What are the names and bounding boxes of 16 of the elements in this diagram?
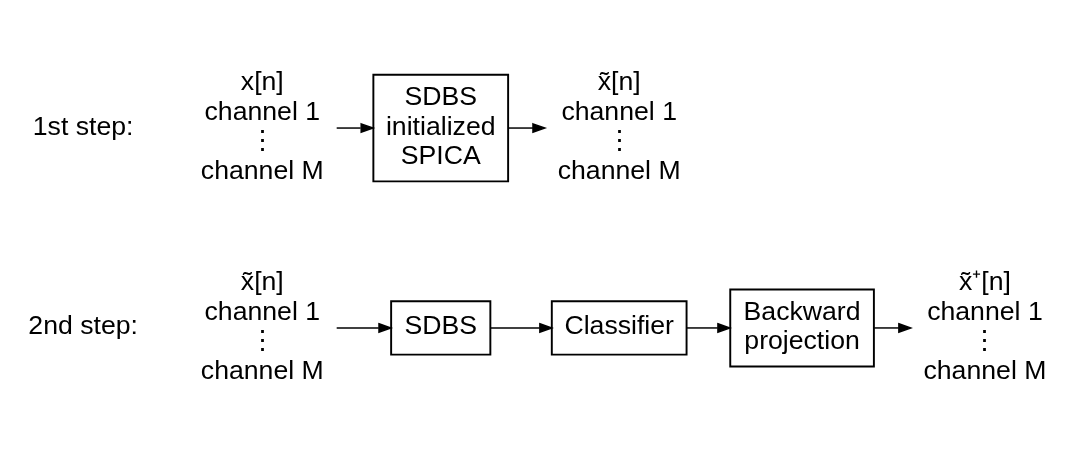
node-text: x[n] channel 1 ⋮ channel M (200, 65, 324, 185)
node-text: x̃[n] channel 1 ⋮ channel M (200, 265, 324, 385)
label: 2nd step: (28, 309, 138, 340)
arrow (335, 322, 394, 333)
node-text: x̃⁺[n] channel 1 ⋮ channel M (923, 265, 1047, 385)
node-text: x̃[n] channel 1 ⋮ channel M (557, 65, 681, 185)
arrow (873, 322, 913, 333)
node-box: Backward projection (729, 288, 875, 367)
node-box: SDBS (390, 299, 492, 356)
label: 1st step: (32, 110, 134, 141)
arrow (489, 322, 554, 333)
arrow (335, 122, 376, 133)
arrow (685, 322, 733, 333)
node-box: Classifier (550, 299, 688, 356)
arrow (507, 122, 548, 133)
node-box: SDBS initialized SPICA (372, 73, 510, 182)
